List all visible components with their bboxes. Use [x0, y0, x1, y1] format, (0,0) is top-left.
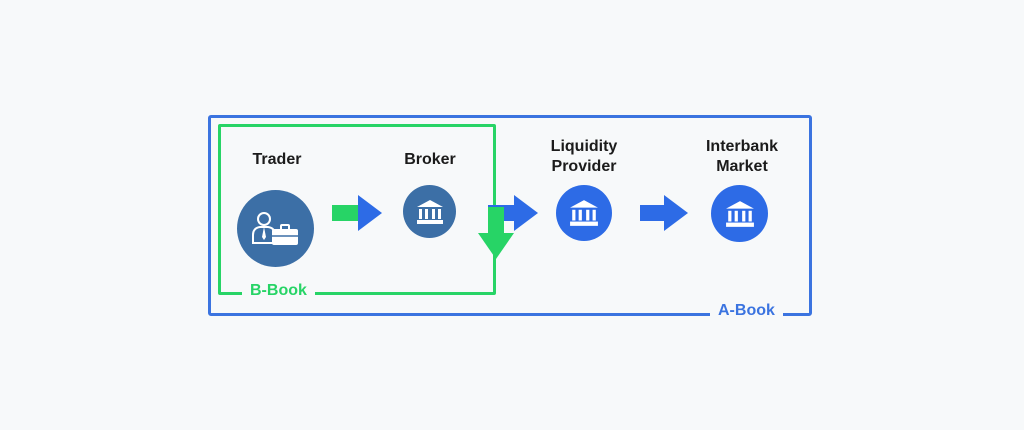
arrow-trader-to-broker	[332, 195, 382, 231]
bank-icon	[725, 200, 754, 227]
trader-node	[237, 190, 314, 267]
a-book-frame	[208, 115, 812, 316]
arrow-down-b-book	[478, 207, 514, 259]
interbank-market-node	[711, 185, 768, 242]
trader-icon	[251, 211, 298, 245]
arrow-liquidity-to-interbank	[640, 195, 688, 231]
trader-label: Trader	[252, 151, 302, 168]
bank-icon	[416, 199, 443, 224]
liquidity-provider-node	[556, 185, 612, 241]
interbank-market-label: Interbank Market	[705, 138, 778, 175]
b-book-label: B-Book	[242, 282, 315, 300]
a-book-label: A-Book	[710, 302, 783, 320]
broker-node	[403, 185, 456, 238]
bank-icon	[570, 200, 598, 226]
liquidity-provider-label: Liquidity Provider	[550, 138, 618, 175]
broker-label: Broker	[404, 151, 456, 168]
